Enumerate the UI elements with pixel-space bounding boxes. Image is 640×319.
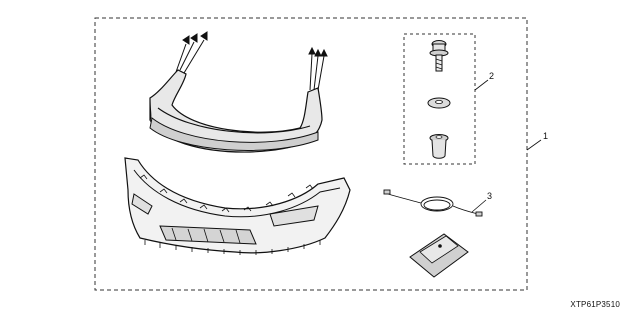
callout-1: 1 (543, 131, 548, 141)
diagram-part-code: XTP61P3510 (570, 300, 620, 309)
upper-trim-piece (149, 69, 323, 153)
callout-2: 2 (489, 71, 494, 81)
callout-3: 3 (487, 191, 492, 201)
rubber-grommet (429, 134, 449, 159)
wire-harness-left (175, 31, 208, 74)
bolt-with-washer (429, 40, 449, 72)
leader-lines (471, 79, 542, 213)
instruction-packet (409, 233, 469, 278)
flat-washer (427, 97, 451, 109)
kit-boundary (94, 17, 528, 291)
lower-bumper-garnish (124, 157, 351, 255)
wire-harness-cable (383, 189, 483, 217)
hardware-group-boundary (403, 33, 476, 165)
wire-harness-right (308, 46, 328, 91)
